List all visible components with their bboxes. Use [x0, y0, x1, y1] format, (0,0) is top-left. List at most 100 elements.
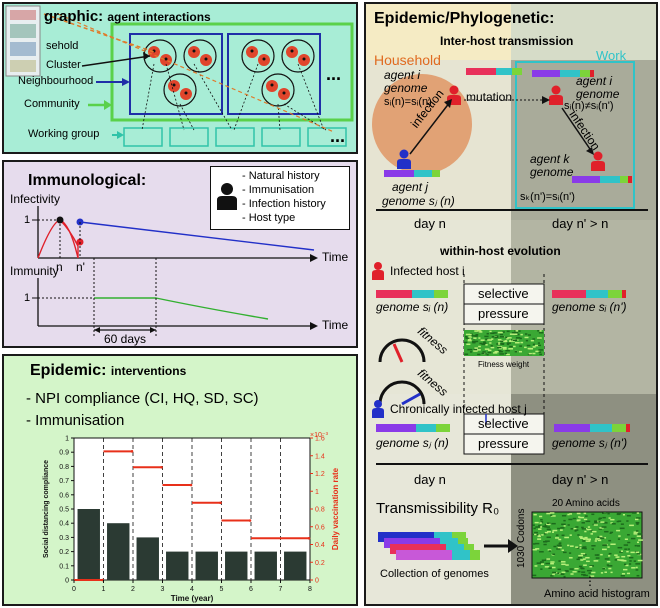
matrix-cell — [519, 345, 523, 347]
y2-tick-label: 1.6 — [315, 436, 325, 443]
matrix-cell — [497, 346, 502, 349]
matrix-cell — [506, 343, 510, 346]
demographic-diagram — [5, 5, 354, 147]
matrix-cell — [532, 548, 537, 551]
matrix-cell — [575, 526, 579, 528]
matrix-cell — [564, 536, 569, 539]
matrix-cell — [520, 341, 524, 344]
agent-i-work-icon — [549, 85, 563, 105]
vaccination-step-marker — [219, 501, 222, 505]
matrix-cell — [586, 560, 590, 563]
matrix-cell — [560, 527, 565, 529]
n-label: n — [56, 260, 63, 274]
genome-bar-k — [572, 176, 632, 183]
matrix-cell — [572, 517, 577, 520]
matrix-cell — [497, 331, 503, 334]
matrix-cell — [478, 345, 481, 348]
matrix-cell — [506, 330, 510, 333]
cluster-arrow — [81, 55, 151, 67]
matrix-cell — [578, 516, 581, 518]
matrix-cell — [593, 524, 598, 526]
matrix-cell — [532, 524, 535, 526]
matrix-cell — [602, 548, 607, 551]
matrix-cell — [511, 332, 514, 334]
matrix-cell — [610, 522, 613, 524]
matrix-cell — [558, 542, 561, 545]
matrix-cell — [530, 339, 534, 342]
matrix-cell — [550, 575, 554, 577]
matrix-cell — [582, 546, 587, 548]
matrix-cell — [568, 552, 572, 554]
matrix-cell — [508, 348, 514, 350]
matrix-cell — [608, 539, 612, 542]
matrix-cell — [579, 547, 582, 549]
matrix-cell — [539, 551, 544, 553]
matrix-cell — [539, 526, 543, 528]
interventions-title: Epidemic: interventions — [30, 362, 187, 379]
matrix-cell — [465, 337, 470, 339]
matrix-cell — [598, 521, 601, 523]
matrix-cell — [502, 348, 507, 350]
matrix-cell — [621, 573, 626, 575]
matrix-cell — [544, 531, 549, 534]
matrix-cell — [538, 524, 541, 527]
matrix-cell — [477, 349, 481, 351]
matrix-cell — [617, 546, 623, 549]
matrix-cell — [604, 530, 609, 533]
matrix-cell — [602, 544, 607, 546]
matrix-cell — [576, 519, 580, 522]
x-tick-label: 2 — [131, 586, 135, 593]
matrix-cell — [585, 520, 591, 523]
y2-tick-label: 0.4 — [315, 542, 325, 549]
matrix-cell — [581, 573, 586, 576]
matrix-cell — [616, 520, 620, 523]
matrix-cell — [584, 538, 588, 540]
matrix-cell — [574, 567, 579, 570]
matrix-cell — [546, 523, 551, 526]
matrix-cell — [465, 335, 468, 338]
y2-tick-label: 0.6 — [315, 524, 325, 531]
matrix-cell — [498, 350, 502, 353]
y-tick-label: 0.3 — [59, 535, 69, 542]
matrix-cell — [532, 346, 536, 348]
matrix-cell — [525, 339, 529, 342]
matrix-cell — [494, 350, 499, 353]
matrix-cell — [528, 352, 532, 355]
matrix-cell — [546, 528, 551, 531]
matrix-cell — [490, 345, 493, 347]
matrix-cell — [617, 559, 620, 561]
agent-dots — [152, 49, 306, 95]
genome-si-n-label: genome sᵢ (n) — [376, 300, 449, 314]
matrix-cell — [579, 544, 582, 546]
matrix-cell — [623, 563, 627, 566]
matrix-cell — [584, 515, 588, 517]
matrix-cell — [534, 565, 538, 567]
matrix-cell — [566, 570, 569, 573]
matrix-cell — [594, 554, 599, 556]
matrix-cell — [597, 539, 602, 542]
matrix-cell — [513, 345, 516, 348]
community-ellipsis: ... — [326, 64, 342, 84]
matrix-cell — [551, 566, 556, 569]
matrix-cell — [602, 512, 605, 514]
matrix-cell — [494, 336, 499, 339]
matrix-cell — [580, 537, 585, 539]
matrix-cell — [486, 332, 489, 335]
matrix-cell — [598, 518, 601, 520]
matrix-cell — [552, 571, 557, 574]
matrix-cell — [544, 533, 547, 535]
matrix-cell — [489, 330, 492, 333]
matrix-cell — [491, 336, 495, 338]
household-label-phylo: Household — [374, 52, 441, 68]
matrix-cell — [538, 331, 544, 334]
matrix-cell — [618, 559, 624, 561]
matrix-cell — [586, 538, 591, 540]
matrix-cell — [624, 538, 628, 541]
matrix-cell — [620, 550, 623, 552]
matrix-cell — [505, 349, 510, 352]
matrix-cell — [499, 353, 504, 355]
matrix-cell — [636, 517, 641, 519]
matrix-cell — [616, 529, 621, 532]
matrix-cell — [499, 333, 504, 336]
matrix-cell — [595, 557, 600, 559]
